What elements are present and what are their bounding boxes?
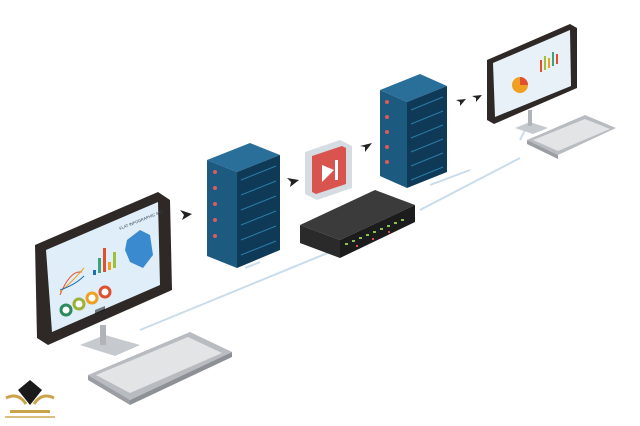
- arrow-icon: [180, 210, 192, 220]
- arrow-icon: [360, 143, 372, 152]
- monitor-button: [95, 306, 105, 314]
- media-skip-icon: [305, 140, 352, 200]
- screen-donuts: [59, 285, 112, 317]
- left-keyboard: [88, 332, 232, 405]
- right-keyboard: [527, 115, 616, 159]
- server-2: [380, 74, 447, 188]
- left-monitor-stand: [80, 325, 140, 356]
- arrow-icons: [180, 95, 482, 220]
- screen-bar-chart: [93, 248, 116, 275]
- network-switch: [300, 190, 415, 258]
- screen-line-chart: [59, 267, 85, 296]
- logo: [5, 380, 55, 418]
- arrow-icon: [456, 99, 466, 106]
- left-monitor: [35, 192, 172, 345]
- arrow-icon: [287, 178, 299, 187]
- right-monitor: [487, 24, 577, 134]
- server-1: [207, 143, 280, 268]
- screen-map: [125, 230, 153, 268]
- arrow-icon: [472, 95, 482, 102]
